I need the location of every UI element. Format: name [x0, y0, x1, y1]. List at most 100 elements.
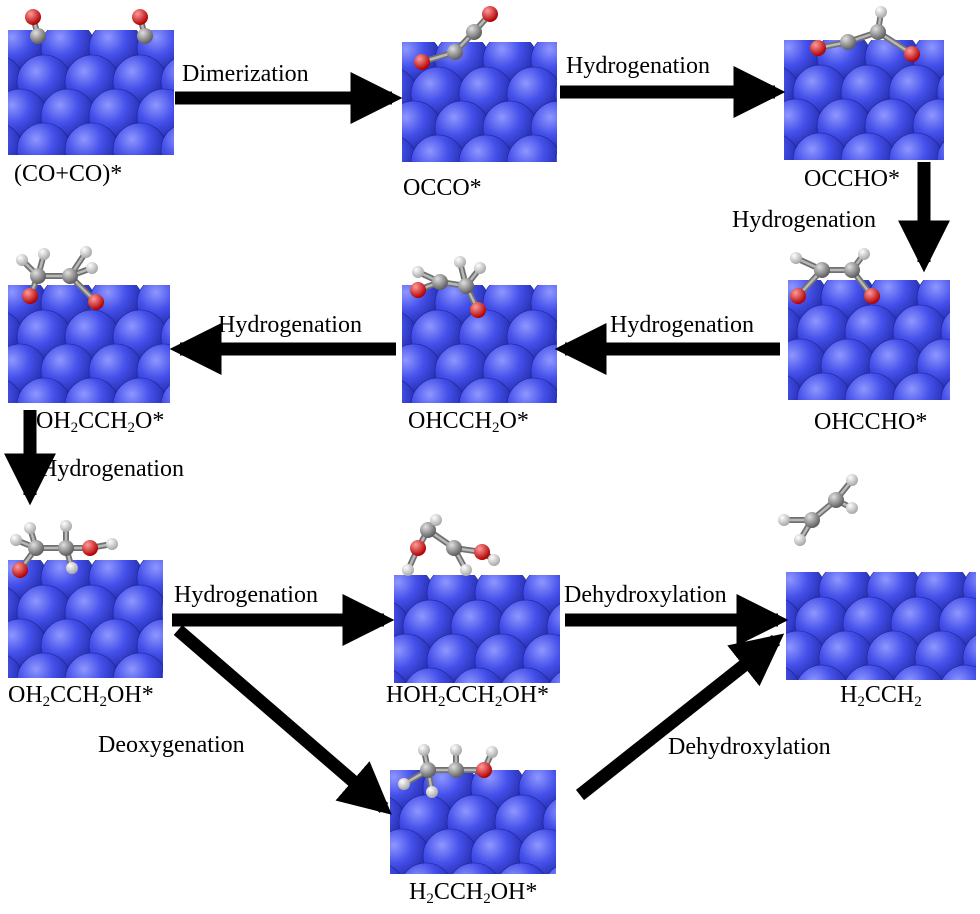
- carbon-atom: [137, 28, 153, 44]
- hydrogen-atom: [460, 564, 472, 576]
- hydrogen-atom: [875, 6, 887, 18]
- surface-atom: [554, 326, 557, 348]
- surface-hoh2cch2oh: [331, 575, 560, 688]
- carbon-atom: [58, 540, 74, 556]
- step-label-hydrogenation-2: Hydrogenation: [732, 207, 876, 233]
- label-co-co: (CO+CO)*: [14, 161, 123, 187]
- label-occo: OCCO*: [403, 175, 482, 201]
- hydrogen-atom: [398, 778, 410, 790]
- surface-atom: [16, 652, 72, 678]
- carbon-atom: [420, 522, 436, 538]
- carbon-atom: [28, 540, 44, 556]
- label-h2cch2oh: H2CCH2OH*: [409, 879, 538, 907]
- surface-atom: [394, 670, 407, 683]
- label-occho: OCCHO*: [804, 166, 901, 192]
- oxygen-atom: [790, 288, 806, 304]
- surface-atom: [403, 862, 449, 874]
- step-label-dehydroxylation-2: Dehydroxylation: [668, 734, 831, 760]
- surface-atom: [554, 151, 557, 162]
- carbon-atom: [828, 492, 844, 508]
- surface-ohcch2o: [402, 285, 557, 403]
- hydrogen-atom: [418, 744, 430, 756]
- hydrogen-atom: [16, 254, 28, 266]
- surface-atom: [160, 126, 174, 155]
- molecule-oh2cch2oh: [10, 520, 118, 578]
- hydrogen-atom: [858, 248, 870, 260]
- carbon-atom: [420, 762, 436, 778]
- surface-atom: [327, 829, 381, 883]
- surface-atom: [547, 866, 556, 874]
- surface-atom: [941, 664, 976, 680]
- carbon-atom: [448, 762, 464, 778]
- surface-atom: [888, 132, 944, 160]
- surface-atom: [339, 33, 393, 87]
- surface-atom: [390, 865, 401, 874]
- surface-atom: [506, 134, 557, 162]
- oxygen-atom: [474, 544, 490, 560]
- carbon-atom: [804, 512, 820, 528]
- surface-oh2cch2o: [8, 285, 170, 403]
- surface-atom: [840, 132, 896, 160]
- hydrogen-atom: [486, 746, 498, 758]
- hydrogen-atom: [790, 252, 802, 264]
- molecule-occho: [810, 6, 920, 62]
- molecule-h2cch2oh: [398, 744, 498, 798]
- molecule-ohccho: [790, 248, 880, 304]
- surface-atom: [458, 134, 514, 162]
- label-h2cch2: H2CCH2: [840, 682, 922, 710]
- label-oh2cch2oh: OH2CCH2OH*: [8, 682, 154, 710]
- surface-atom: [721, 99, 775, 153]
- surface-ohccho: [788, 280, 950, 400]
- hydrogen-atom: [402, 564, 414, 576]
- surface-atom: [470, 828, 526, 874]
- oxygen-atom: [410, 282, 426, 298]
- hydrogen-atom: [60, 520, 72, 532]
- carbon-atom: [814, 262, 830, 278]
- surface-atom: [792, 132, 848, 160]
- oxygen-atom: [482, 6, 498, 22]
- surface-atom: [554, 394, 557, 403]
- surface-atom: [845, 664, 895, 680]
- surface-atom: [64, 377, 120, 403]
- hydrogen-atom: [454, 256, 466, 268]
- hydrogen-atom: [794, 534, 806, 546]
- molecule-co-co: [25, 9, 153, 44]
- surface-atom: [844, 372, 900, 400]
- step-label-hydrogenation-6: Hydrogenation: [174, 582, 318, 608]
- oxygen-atom: [132, 9, 148, 25]
- label-ohccho: OHCCHO*: [814, 409, 928, 435]
- surface-atom: [410, 134, 466, 162]
- carbon-atom: [30, 28, 46, 44]
- step-label-hydrogenation-3: Hydrogenation: [610, 312, 754, 338]
- hydrogen-atom: [474, 262, 486, 274]
- surface-atom: [339, 101, 393, 155]
- surface-atom: [518, 828, 556, 874]
- surface-atom: [784, 135, 800, 160]
- surface-atom: [160, 669, 163, 678]
- surface-atom: [723, 563, 777, 617]
- molecule-hoh2cch2oh: [402, 514, 500, 576]
- molecule-ohcch2o: [410, 256, 486, 318]
- surface-atom: [16, 377, 72, 403]
- surface-atom: [797, 664, 847, 680]
- surface-atom: [893, 664, 943, 680]
- hydrogen-atom: [10, 534, 22, 546]
- hydrogen-atom: [38, 248, 50, 260]
- surface-atom: [499, 862, 545, 874]
- surface-atom: [940, 379, 950, 400]
- carbon-atom: [446, 540, 462, 556]
- molecule-h2cch2: [778, 474, 858, 546]
- carbon-atom: [466, 24, 482, 40]
- hydrogen-atom: [86, 262, 98, 274]
- surface-atom: [160, 601, 163, 623]
- oxygen-atom: [410, 540, 426, 556]
- surface-atom: [453, 667, 503, 683]
- carbon-atom: [62, 268, 78, 284]
- surface-atom: [501, 667, 551, 683]
- step-label-dimerization: Dimerization: [182, 61, 309, 87]
- oxygen-atom: [22, 288, 38, 304]
- surface-atom: [160, 384, 170, 403]
- surface-atom: [331, 634, 385, 688]
- oxygen-atom: [12, 562, 28, 578]
